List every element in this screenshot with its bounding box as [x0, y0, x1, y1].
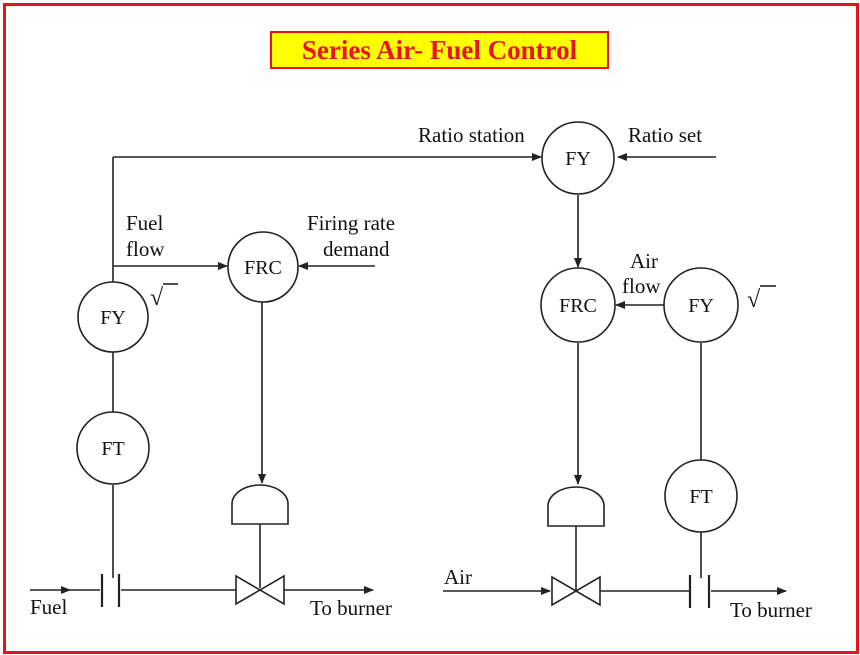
label-to-burner-air: To burner [730, 598, 812, 622]
instrument-ft-fuel [76, 411, 150, 485]
label-to-burner-fuel: To burner [310, 596, 392, 620]
diagram-frame [3, 3, 859, 654]
instrument-fy-air-label: FY [688, 295, 714, 317]
instrument-frc-fuel-label: FRC [244, 257, 282, 279]
instrument-ft-air-label: FT [689, 486, 712, 508]
sqrt-symbol-air: √ [747, 287, 761, 313]
instrument-frc-fuel [227, 231, 299, 303]
instrument-fy-fuel [77, 281, 149, 353]
label-fuel: Fuel [30, 595, 68, 619]
control-valve-air [551, 575, 601, 607]
label-air-flow-1: Air [630, 249, 658, 273]
instrument-fy-air [663, 267, 739, 343]
label-ratio-station: Ratio station [418, 123, 525, 147]
title-box: Series Air- Fuel Control [270, 31, 609, 69]
label-air-flow-2: flow [622, 274, 661, 298]
valve-actuator-air [547, 486, 605, 527]
label-firing-rate-2: demand [323, 237, 390, 261]
instrument-fy-ratio [541, 121, 615, 195]
instrument-frc-air [540, 267, 616, 343]
control-valve-fuel [235, 574, 285, 606]
instrument-ft-air [664, 459, 738, 533]
valve-actuator-fuel [231, 484, 289, 525]
label-firing-rate-1: Firing rate [307, 211, 395, 235]
label-ratio-set: Ratio set [628, 123, 702, 147]
sqrt-symbol-fuel: √ [150, 285, 164, 311]
instrument-fy-ratio-label: FY [565, 148, 591, 170]
label-fuel-flow-2: flow [126, 237, 165, 261]
instrument-frc-air-label: FRC [559, 295, 597, 317]
instrument-fy-fuel-label: FY [100, 307, 126, 329]
label-fuel-flow-1: Fuel [126, 211, 164, 235]
label-air: Air [444, 565, 472, 589]
page-title: Series Air- Fuel Control [301, 34, 578, 65]
instrument-ft-fuel-label: FT [101, 438, 124, 460]
